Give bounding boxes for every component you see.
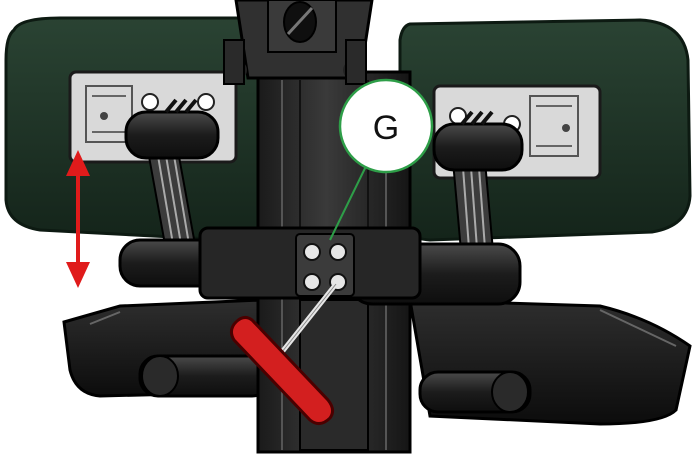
t-handle-hex-key-icon [229,281,339,425]
lower-bars [138,354,532,414]
top-mount [223,0,374,85]
clamp-screws [303,243,347,291]
double-headed-vertical-arrow-icon [66,150,90,288]
callout-leader-line [329,157,371,241]
callout-g: G [338,78,434,174]
callout-label: G [373,109,399,147]
clamp-bar [118,226,522,306]
